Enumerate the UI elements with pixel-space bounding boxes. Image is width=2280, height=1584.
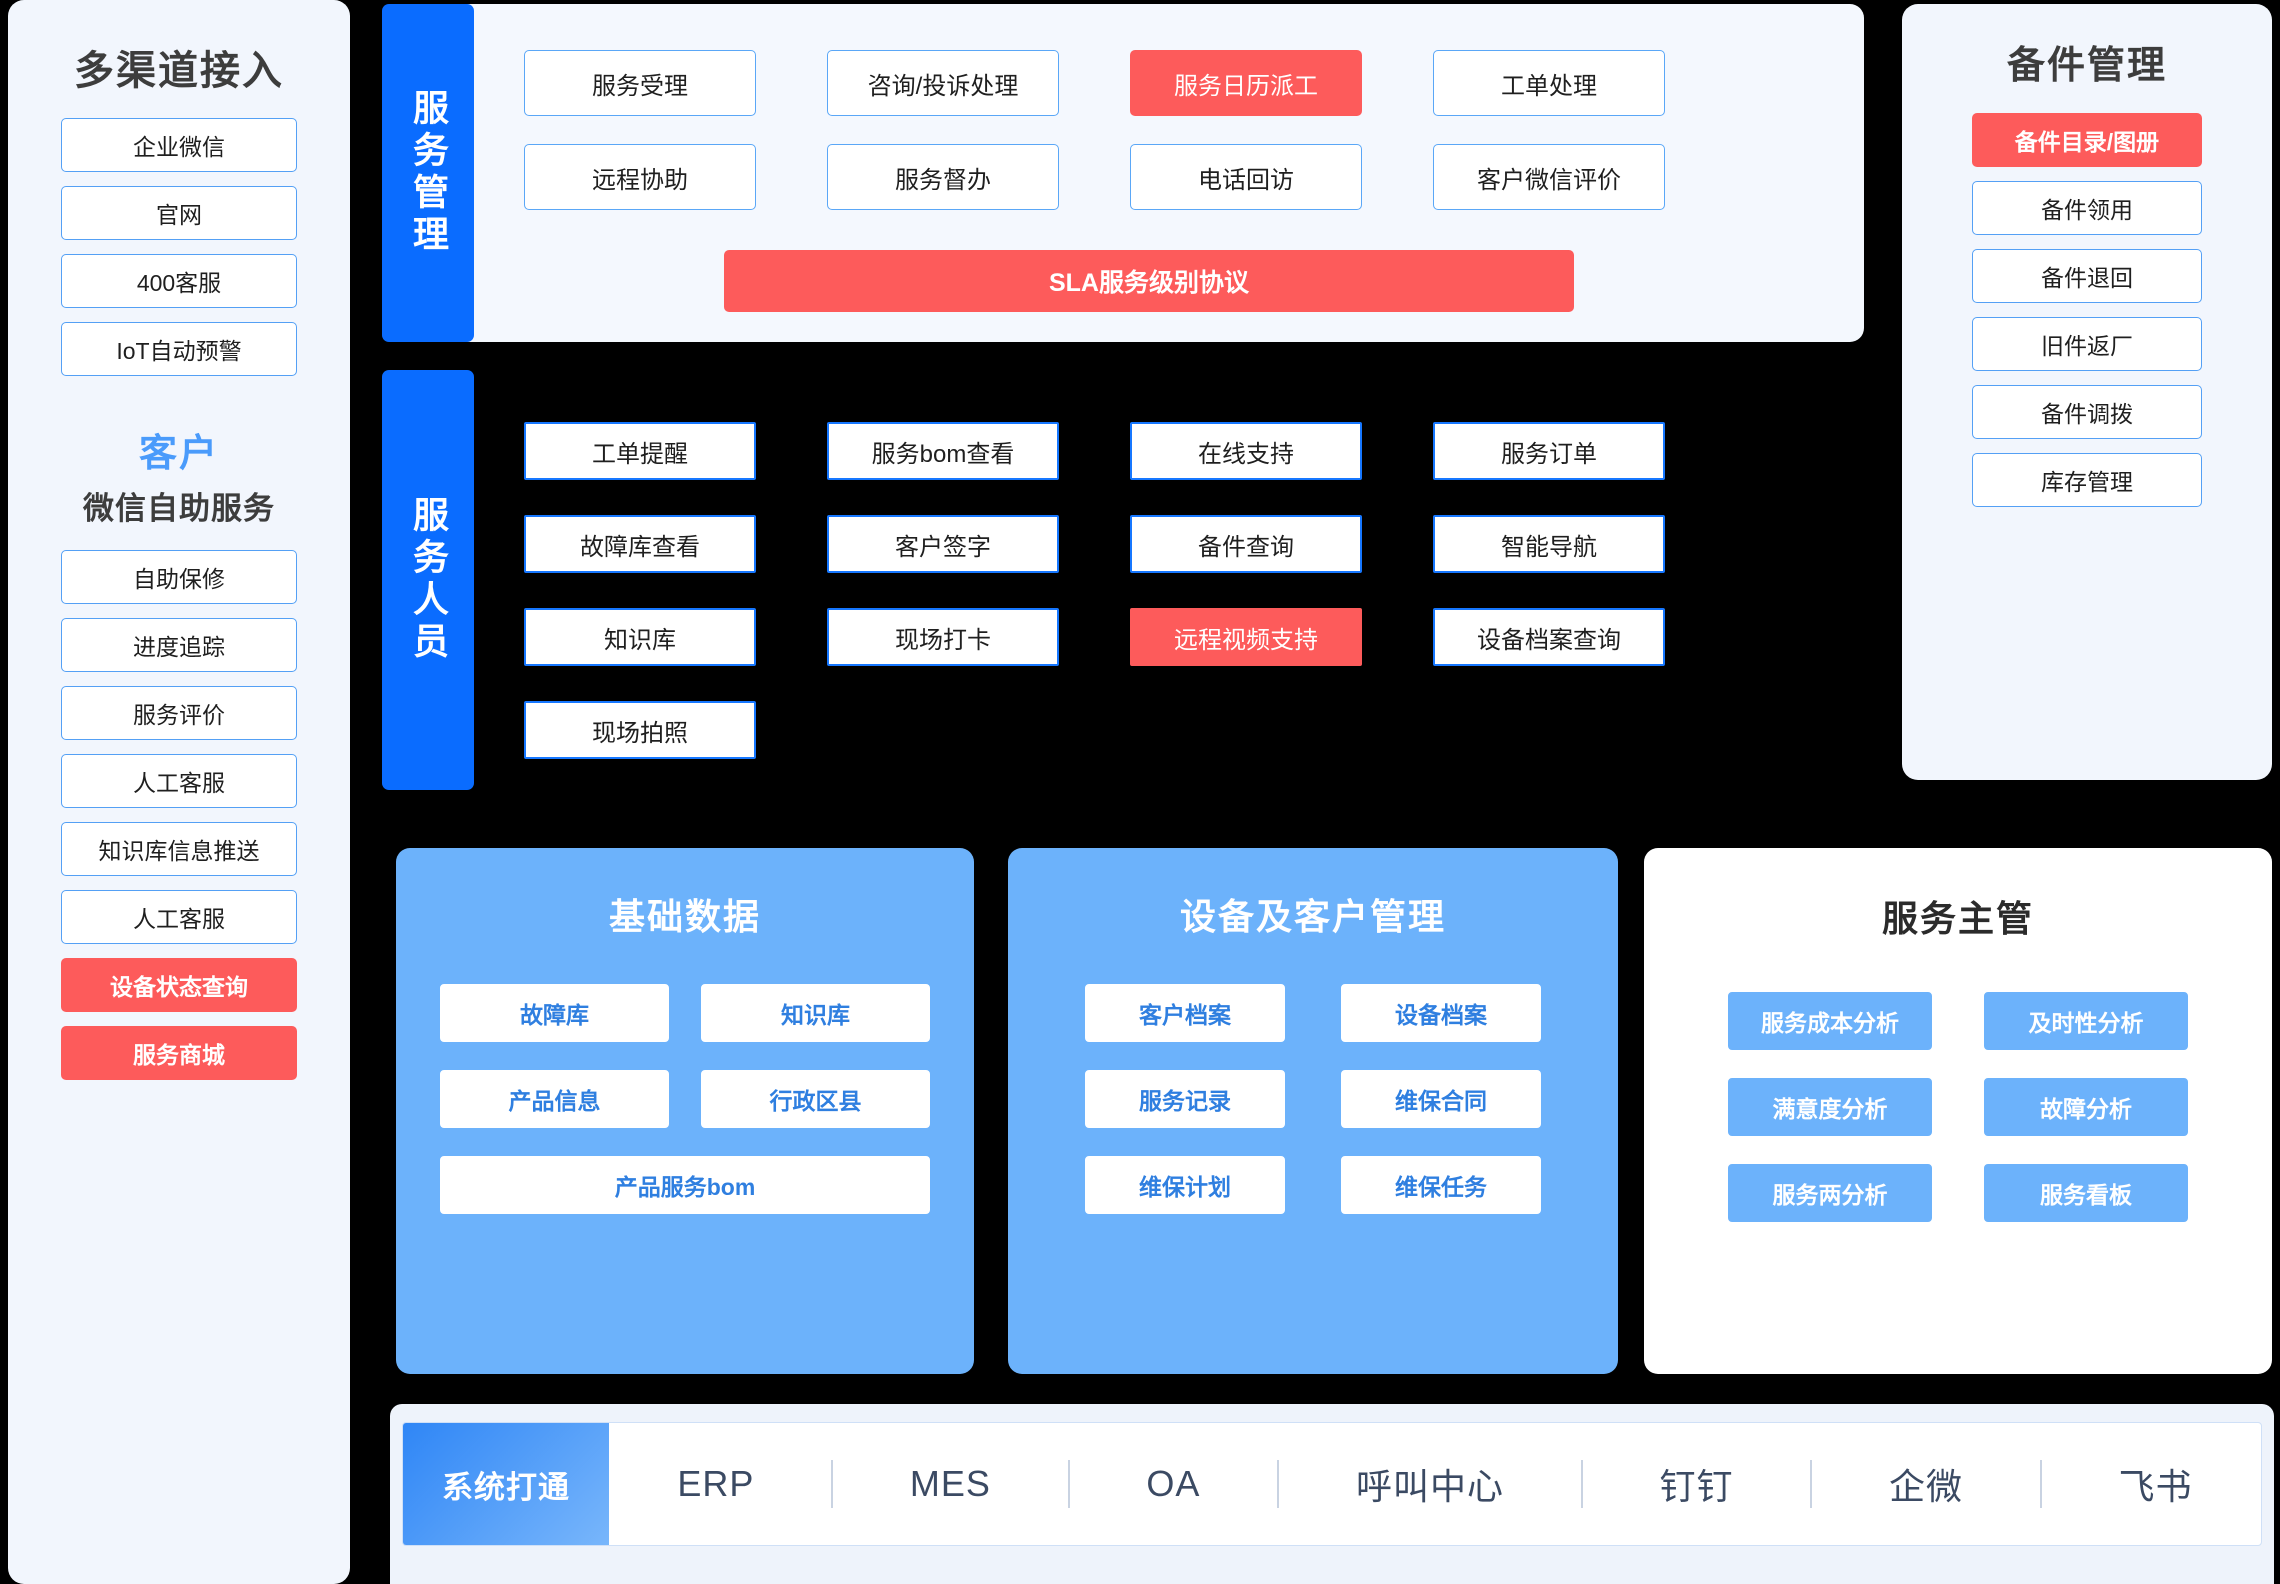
service-management-tile[interactable]: 工单处理: [1433, 50, 1665, 116]
spare-parts-button[interactable]: 备件调拨: [1972, 385, 2202, 439]
customer-service-button[interactable]: 设备状态查询: [61, 958, 297, 1012]
system-integration-item[interactable]: MES: [909, 1463, 991, 1504]
spare-parts-button[interactable]: 库存管理: [1972, 453, 2202, 507]
system-item-separator: [2039, 1460, 2042, 1508]
device-customer-tile[interactable]: 维保任务: [1341, 1156, 1541, 1214]
customer-service-button[interactable]: 人工客服: [61, 754, 297, 808]
service-personnel-tile[interactable]: 远程视频支持: [1130, 608, 1362, 666]
service-personnel-tile[interactable]: 备件查询: [1130, 515, 1362, 573]
multichannel-sidebar: 多渠道接入 企业微信官网 400客服 IoT自动预警 客户 微信自助服务 自助保修进…: [8, 0, 350, 1584]
service-management-tile[interactable]: 服务督办: [827, 144, 1059, 210]
service-personnel-tiles: 工单提醒服务bom查看在线支持服务订单故障库查看客户签字备件查询智能导航知识库现…: [524, 422, 1665, 759]
customer-service-button[interactable]: 服务商城: [61, 1026, 297, 1080]
multichannel-title: 多渠道接入: [74, 49, 284, 93]
service-supervisor-tile[interactable]: 服务两分析: [1728, 1164, 1932, 1222]
service-management-label: 服务管理: [382, 4, 474, 342]
customer-service-button[interactable]: 人工客服: [61, 890, 297, 944]
service-personnel-tile[interactable]: 知识库: [524, 608, 756, 666]
base-data-tile[interactable]: 故障库: [440, 984, 669, 1042]
base-data-tile[interactable]: 产品服务bom: [440, 1156, 930, 1214]
channel-button[interactable]: 官网: [61, 186, 297, 240]
system-integration-item[interactable]: 呼叫中心: [1355, 1466, 1504, 1507]
service-supervisor-tile[interactable]: 服务成本分析: [1728, 992, 1932, 1050]
system-item-separator: [831, 1460, 834, 1508]
service-personnel-label: 服务人员: [382, 370, 474, 790]
channel-button[interactable]: IoT自动预警: [61, 322, 297, 376]
base-data-panel: 基础数据 故障库知识库产品信息行政区县产品服务bom: [396, 848, 974, 1374]
service-personnel-tile[interactable]: 现场拍照: [524, 701, 756, 759]
system-integration-wrapper: 系统打通 ERP MES OA 呼叫中心 钉钉 企微 飞书: [390, 1404, 2274, 1584]
service-management-tile[interactable]: 咨询/投诉处理: [827, 50, 1059, 116]
spare-parts-button[interactable]: 备件领用: [1972, 181, 2202, 235]
service-personnel-tile[interactable]: 设备档案查询: [1433, 608, 1665, 666]
service-management-tile[interactable]: 远程协助: [524, 144, 756, 210]
service-personnel-tile[interactable]: 工单提醒: [524, 422, 756, 480]
system-item-separator: [1580, 1460, 1583, 1508]
system-integration-item[interactable]: 钉钉: [1659, 1466, 1734, 1507]
channel-button[interactable]: 400客服: [61, 254, 297, 308]
service-personnel-tile[interactable]: 故障库查看: [524, 515, 756, 573]
customer-subtitle: 微信自助服务: [83, 491, 275, 526]
service-management-tile[interactable]: 服务日历派工: [1130, 50, 1362, 116]
base-data-tiles: 故障库知识库产品信息行政区县产品服务bom: [396, 984, 974, 1214]
customer-service-button[interactable]: 进度追踪: [61, 618, 297, 672]
service-supervisor-title: 服务主管: [1881, 898, 2034, 939]
device-customer-tile[interactable]: 维保计划: [1085, 1156, 1285, 1214]
sla-agreement-button[interactable]: SLA服务级别协议: [724, 250, 1574, 312]
spare-parts-button[interactable]: 备件退回: [1972, 249, 2202, 303]
customer-service-list: 自助保修进度追踪服务评价人工客服知识库信息推送人工客服设备状态查询服务商城: [8, 550, 350, 1080]
system-item-separator: [1277, 1460, 1280, 1508]
system-integration-item[interactable]: OA: [1146, 1463, 1201, 1504]
base-data-title: 基础数据: [608, 896, 761, 937]
system-integration-bar: 系统打通 ERP MES OA 呼叫中心 钉钉 企微 飞书: [402, 1422, 2262, 1546]
service-personnel-tile[interactable]: 智能导航: [1433, 515, 1665, 573]
service-personnel-tile[interactable]: 现场打卡: [827, 608, 1059, 666]
spare-parts-button[interactable]: 旧件返厂: [1972, 317, 2202, 371]
system-integration-item[interactable]: 企微: [1888, 1466, 1963, 1507]
device-customer-tile[interactable]: 服务记录: [1085, 1070, 1285, 1128]
channel-button[interactable]: 企业微信: [61, 118, 297, 172]
service-management-tiles: 服务受理 咨询/投诉处理 服务日历派工 工单处理远程协助 服务督办 电话回访 客户微信评价: [524, 50, 1665, 210]
customer-service-button[interactable]: 知识库信息推送: [61, 822, 297, 876]
spare-parts-button[interactable]: 备件目录/图册: [1972, 113, 2202, 167]
customer-service-button[interactable]: 自助保修: [61, 550, 297, 604]
system-integration-item[interactable]: ERP: [677, 1463, 755, 1504]
service-supervisor-tile[interactable]: 满意度分析: [1728, 1078, 1932, 1136]
service-supervisor-panel: 服务主管 服务成本分析及时性分析满意度分析故障分析服务两分析服务看板: [1644, 848, 2272, 1374]
system-item-separator: [1810, 1460, 1813, 1508]
device-customer-tiles: 客户档案设备档案服务记录维保合同维保计划维保任务: [1008, 984, 1618, 1214]
service-supervisor-tiles: 服务成本分析及时性分析满意度分析故障分析服务两分析服务看板: [1644, 992, 2272, 1222]
base-data-tile[interactable]: 知识库: [701, 984, 930, 1042]
customer-service-button[interactable]: 服务评价: [61, 686, 297, 740]
service-supervisor-tile[interactable]: 及时性分析: [1984, 992, 2188, 1050]
device-customer-title: 设备及客户管理: [1179, 896, 1446, 937]
spare-parts-panel: 备件管理 备件目录/图册备件领用备件退回旧件返厂备件调拨库存管理: [1902, 4, 2272, 780]
device-customer-panel: 设备及客户管理 客户档案设备档案服务记录维保合同维保计划维保任务: [1008, 848, 1618, 1374]
base-data-tile[interactable]: 行政区县: [701, 1070, 930, 1128]
system-integration-items: ERP MES OA 呼叫中心 钉钉 企微 飞书: [609, 1423, 2261, 1545]
base-data-tile[interactable]: 产品信息: [440, 1070, 669, 1128]
channel-list: 企业微信官网 400客服 IoT自动预警: [8, 118, 350, 376]
system-item-separator: [1067, 1460, 1070, 1508]
service-supervisor-tile[interactable]: 服务看板: [1984, 1164, 2188, 1222]
system-integration-item[interactable]: 飞书: [2118, 1466, 2193, 1507]
service-personnel-tile[interactable]: 服务订单: [1433, 422, 1665, 480]
service-management-tile[interactable]: 电话回访: [1130, 144, 1362, 210]
service-personnel-tile[interactable]: 在线支持: [1130, 422, 1362, 480]
device-customer-tile[interactable]: 维保合同: [1341, 1070, 1541, 1128]
spare-parts-list: 备件目录/图册备件领用备件退回旧件返厂备件调拨库存管理: [1902, 113, 2272, 507]
system-integration-tab[interactable]: 系统打通: [403, 1423, 609, 1545]
service-management-tile[interactable]: 客户微信评价: [1433, 144, 1665, 210]
device-customer-tile[interactable]: 客户档案: [1085, 984, 1285, 1042]
service-management-tile[interactable]: 服务受理: [524, 50, 756, 116]
customer-title: 客户: [138, 433, 219, 475]
service-personnel-tile[interactable]: 客户签字: [827, 515, 1059, 573]
spare-parts-title: 备件管理: [2006, 45, 2167, 87]
device-customer-tile[interactable]: 设备档案: [1341, 984, 1541, 1042]
service-supervisor-tile[interactable]: 故障分析: [1984, 1078, 2188, 1136]
service-personnel-tile[interactable]: 服务bom查看: [827, 422, 1059, 480]
